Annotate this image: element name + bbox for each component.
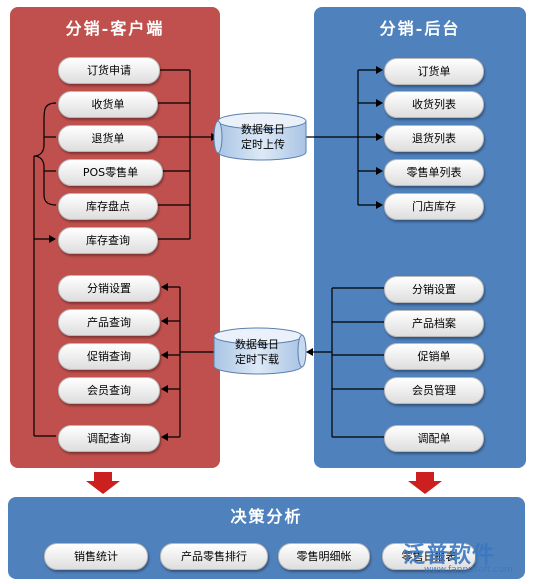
backend-member-management[interactable]: 会员管理 bbox=[384, 377, 484, 404]
backend-receipt-list[interactable]: 收货列表 bbox=[384, 91, 484, 118]
backend-promotion[interactable]: 促销单 bbox=[384, 343, 484, 370]
upload-cylinder bbox=[213, 112, 307, 161]
download-label-line1: 数据每日 bbox=[235, 338, 279, 351]
download-cylinder bbox=[213, 327, 307, 375]
upload-label-line2: 定时上传 bbox=[241, 138, 285, 151]
analysis-retail-detail[interactable]: 零售明细帐 bbox=[278, 543, 370, 570]
client-in-connectors bbox=[161, 283, 215, 441]
client-promotion-query[interactable]: 促销查询 bbox=[58, 343, 160, 370]
download-label: 数据每日 定时下载 bbox=[216, 337, 298, 367]
down-arrow-right-icon bbox=[408, 472, 442, 494]
analysis-daily-report[interactable]: 零售日报表 bbox=[382, 543, 476, 570]
backend-retail-list[interactable]: 零售单列表 bbox=[384, 159, 484, 186]
analysis-panel-title: 决策分析 bbox=[230, 507, 303, 526]
client-member-query[interactable]: 会员查询 bbox=[58, 377, 160, 404]
client-stock-query[interactable]: 库存查询 bbox=[58, 227, 158, 254]
upload-connectors bbox=[158, 69, 218, 240]
client-stocktake[interactable]: 库存盘点 bbox=[58, 193, 158, 220]
upload-label: 数据每日 定时上传 bbox=[222, 122, 304, 152]
watermark-brand: 泛普软件 bbox=[403, 543, 496, 568]
upload-label-line1: 数据每日 bbox=[241, 123, 285, 136]
client-left-brace bbox=[33, 102, 57, 437]
download-label-line2: 定时下载 bbox=[235, 353, 279, 366]
client-transfer-query[interactable]: 调配查询 bbox=[58, 425, 160, 452]
backend-transfer[interactable]: 调配单 bbox=[384, 425, 484, 452]
backend-distribution-settings[interactable]: 分销设置 bbox=[384, 276, 484, 303]
backend-order[interactable]: 订货单 bbox=[384, 58, 484, 85]
client-panel-title: 分销-客户端 bbox=[65, 19, 165, 38]
client-distribution-settings[interactable]: 分销设置 bbox=[58, 275, 160, 302]
client-order-request[interactable]: 订货申请 bbox=[58, 57, 160, 84]
down-arrow-left-icon bbox=[86, 472, 120, 494]
client-return[interactable]: 退货单 bbox=[58, 125, 158, 152]
backend-store-stock[interactable]: 门店库存 bbox=[384, 193, 484, 220]
backend-return-list[interactable]: 退货列表 bbox=[384, 125, 484, 152]
backend-out-connectors bbox=[306, 287, 384, 438]
backend-in-connectors bbox=[305, 66, 383, 209]
watermark-url: www.fanpusoft.com bbox=[424, 565, 513, 575]
client-product-query[interactable]: 产品查询 bbox=[58, 309, 160, 336]
analysis-product-ranking[interactable]: 产品零售排行 bbox=[160, 543, 268, 570]
client-pos-sale[interactable]: POS零售单 bbox=[58, 159, 163, 186]
client-receipt[interactable]: 收货单 bbox=[58, 91, 158, 118]
backend-panel-title: 分销-后台 bbox=[379, 19, 461, 38]
analysis-sales-stats[interactable]: 销售统计 bbox=[44, 543, 148, 570]
backend-product-archive[interactable]: 产品档案 bbox=[384, 310, 484, 337]
